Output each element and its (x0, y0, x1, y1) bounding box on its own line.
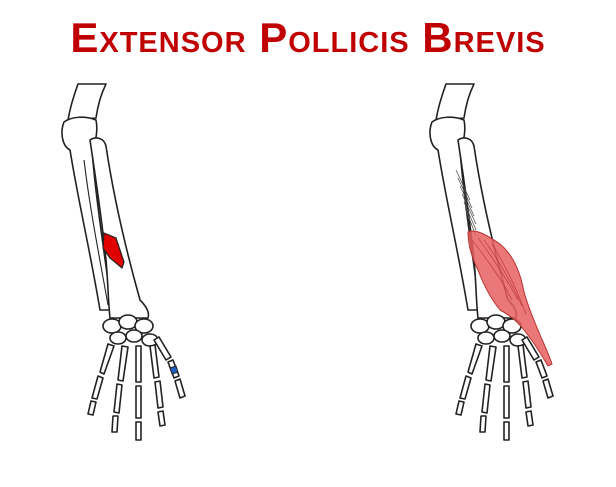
humerus-bone (67, 83, 107, 121)
finger-bones (455, 336, 554, 441)
radius-bone (89, 137, 150, 319)
muscle-fibers (471, 237, 527, 315)
finger-bones (87, 336, 186, 441)
insertion-marker (169, 365, 179, 375)
extensor-pollicis-brevis-muscle (467, 230, 553, 367)
muscle-diagram (352, 0, 616, 487)
page-title: Extensor Pollicis Brevis (70, 14, 546, 61)
attachment-diagram (0, 0, 264, 487)
forearm-muscle-illustration (429, 83, 554, 441)
forearm-attachment-illustration (61, 83, 186, 441)
origin-marker (102, 232, 125, 270)
carpal-bones (470, 314, 527, 347)
humerus-bone (435, 83, 475, 121)
carpal-bones (102, 314, 159, 347)
